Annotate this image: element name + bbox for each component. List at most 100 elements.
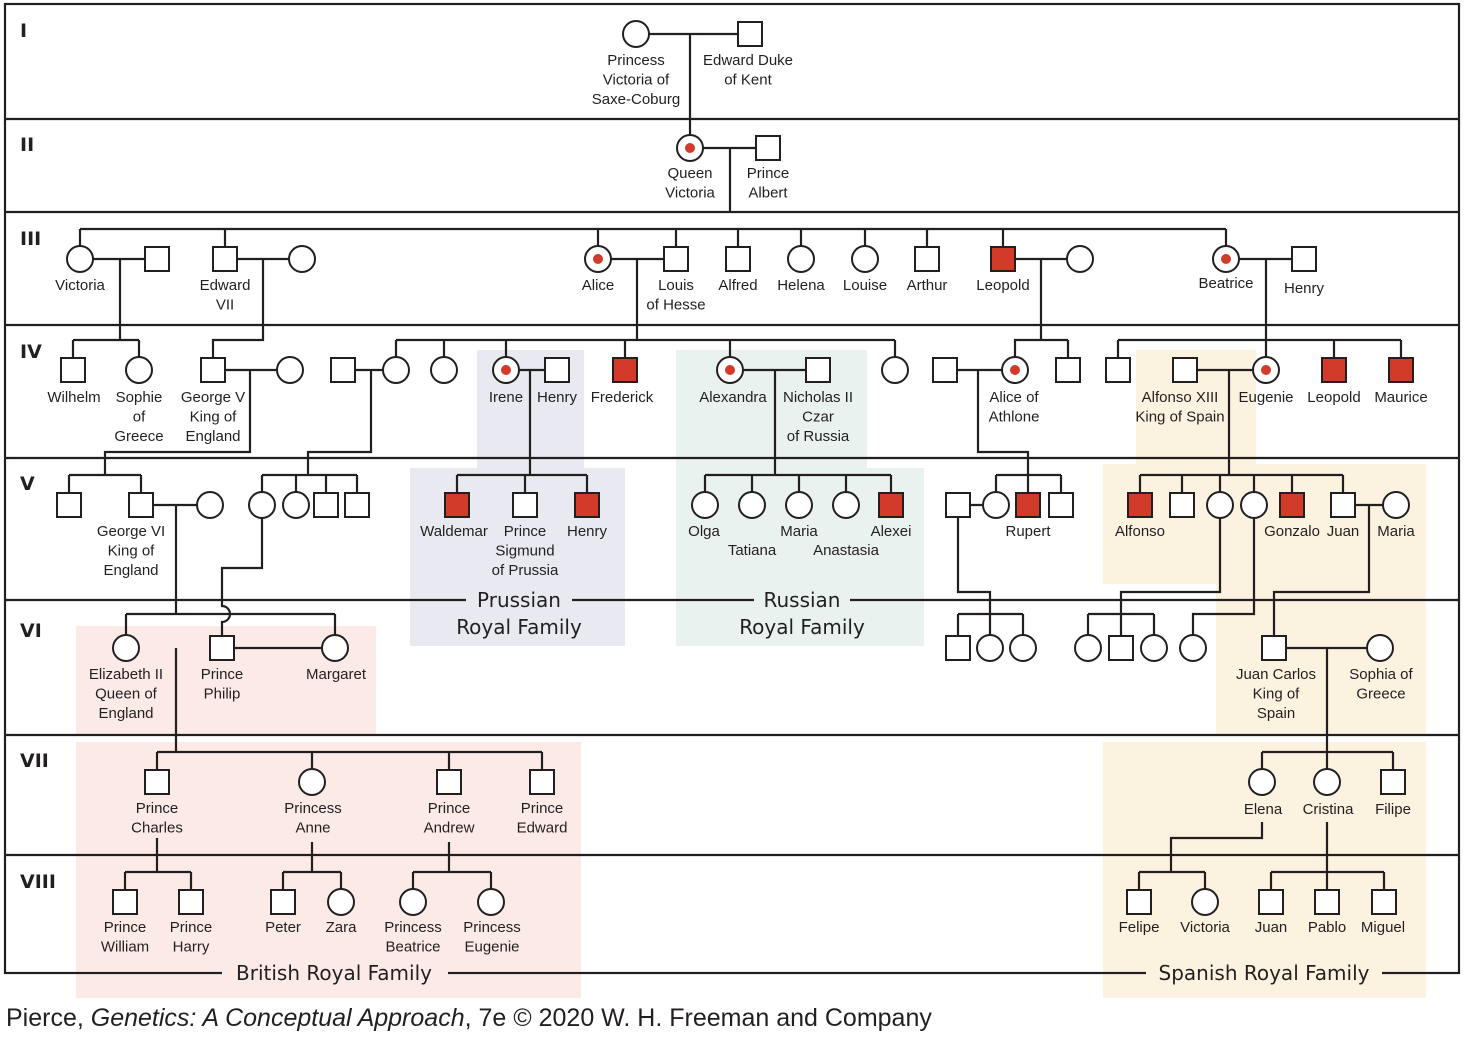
individual-leopold3-wife (1066, 245, 1094, 273)
credit-rest: , 7e © 2020 W. H. Freeman and Company (464, 1004, 932, 1032)
label-louis: Louis (658, 277, 694, 294)
relationship-line (957, 368, 1063, 493)
label-charles: Charles (131, 820, 183, 837)
individual-sophie (125, 356, 153, 384)
relationship-line (155, 646, 544, 770)
label-henry3: Henry (1284, 280, 1325, 297)
label-prince-albert: Albert (748, 185, 788, 202)
label-wilhelm: Wilhelm (47, 389, 100, 406)
label-alexei: Alexei (871, 523, 912, 540)
label-sophie: Greece (114, 428, 163, 445)
individual-eugenie4-carrier-dot (1261, 365, 1271, 375)
individual-miguel (1371, 889, 1397, 915)
relationship-line (1116, 257, 1403, 358)
individual-greek-daughter-2 (282, 491, 310, 519)
label-juancarlos: King of (1253, 686, 1301, 703)
label-sophia: Sophia of (1349, 666, 1413, 683)
relationship-line (394, 257, 897, 358)
label-filipe: Filipe (1375, 801, 1411, 818)
label-maria5s: Maria (1377, 523, 1415, 540)
individual-andrew (436, 769, 462, 795)
family-region-spanish (1103, 464, 1223, 584)
label-sigmund: Prince (504, 523, 547, 540)
label-eugenie8: Princess (463, 919, 521, 936)
relationship-line (411, 842, 493, 889)
relationship-line (211, 257, 289, 358)
individual-george5-son (56, 492, 82, 518)
label-maurice: Maurice (1374, 389, 1427, 406)
label-queen-victoria: Queen (667, 165, 712, 182)
label-louise: Louise (843, 277, 887, 294)
label-waldemar: Waldemar (420, 523, 488, 540)
label-philip: Prince (201, 666, 244, 683)
individual-athlone-son (1048, 492, 1074, 518)
label-frederick: Frederick (591, 389, 654, 406)
individual-athlone (932, 357, 958, 383)
caption-backing (754, 588, 850, 610)
label-henry5: Henry (567, 523, 608, 540)
generation-label: IV (20, 341, 42, 363)
individual-zara (327, 888, 355, 916)
figure-credit: Pierce, Genetics: A Conceptual Approach,… (6, 1004, 932, 1033)
label-gonzalo: Gonzalo (1264, 523, 1320, 540)
individual-spain-grandchild-4 (1179, 634, 1207, 662)
label-zara: Zara (326, 919, 358, 936)
relationship-line (1013, 257, 1070, 358)
individual-victoria8 (1191, 888, 1219, 916)
label-margaret: Margaret (306, 666, 367, 683)
label-arthur: Arthur (907, 277, 948, 294)
individual-george6 (128, 492, 154, 518)
label-edward7g: Prince (521, 800, 564, 817)
individual-helena (787, 245, 815, 273)
individual-alexei (878, 492, 904, 518)
label-sophia: Greece (1356, 686, 1405, 703)
individual-athlone-daughter (982, 491, 1010, 519)
individual-henry4 (544, 357, 570, 383)
label-andrew: Andrew (424, 820, 475, 837)
individual-leopold3 (990, 246, 1016, 272)
label-beatrice8: Princess (384, 919, 442, 936)
label-charles: Prince (136, 800, 179, 817)
label-henry4: Henry (537, 389, 578, 406)
label-alice-athlone: Alice of (989, 389, 1039, 406)
relationship-line (1138, 368, 1345, 493)
label-alfonso13: Alfonso XIII (1142, 389, 1219, 406)
individual-edward7 (212, 246, 238, 272)
label-juancarlos: Spain (1257, 705, 1295, 722)
individual-maria5s (1382, 491, 1410, 519)
label-george6: England (103, 562, 158, 579)
british-family-caption: British Royal Family (236, 961, 432, 985)
label-olga: Olga (688, 523, 720, 540)
label-edward7: VII (216, 297, 234, 314)
spanish-family-caption: Spanish Royal Family (1159, 961, 1370, 985)
label-leopold4: Leopold (1307, 389, 1360, 406)
individual-victoria (66, 245, 94, 273)
credit-title: Genetics: A Conceptual Approach (90, 1004, 465, 1032)
relationship-line (1269, 822, 1386, 890)
individual-juancarlos (1261, 635, 1287, 661)
label-victoria-saxe: Princess (607, 52, 665, 69)
individual-spain-grandchild-1 (1074, 634, 1102, 662)
label-louis: of Hesse (646, 297, 705, 314)
relationship-line (1260, 646, 1395, 770)
individual-anastasia (832, 491, 860, 519)
label-peter: Peter (265, 919, 301, 936)
individual-spain-grandchild-3 (1140, 634, 1168, 662)
relationship-line (71, 257, 145, 358)
label-harry: Prince (170, 919, 213, 936)
relationship-line (703, 368, 893, 493)
generation-label: VII (20, 750, 49, 772)
label-leopold3: Leopold (976, 277, 1029, 294)
label-sigmund: of Prussia (492, 562, 559, 579)
relationship-line (281, 842, 343, 890)
individual-edward-kent (737, 21, 763, 47)
label-felipe: Felipe (1119, 919, 1160, 936)
relationship-line (67, 368, 277, 493)
relationship-line (78, 148, 1228, 247)
individual-george5-wife (276, 356, 304, 384)
individual-cristina (1313, 768, 1341, 796)
individual-greek-son (344, 492, 370, 518)
individual-alice-son-in-law (330, 357, 356, 383)
individual-filipe (1380, 769, 1406, 795)
